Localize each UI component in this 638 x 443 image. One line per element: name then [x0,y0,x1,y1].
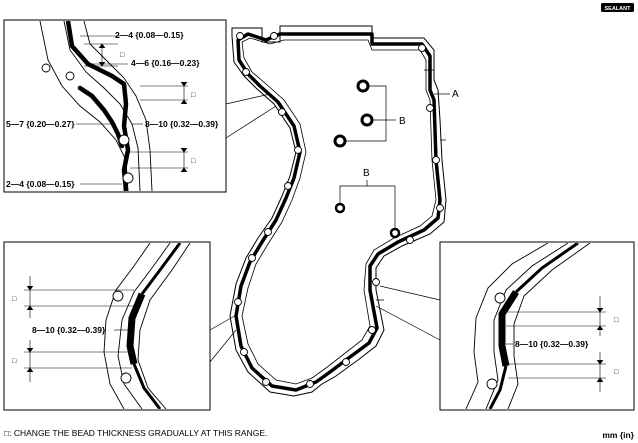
label-a: A [452,89,459,100]
detail-bottom-right: □ 8—10 {0.32—0.39} □ [375,241,635,411]
tl-range3 [130,151,188,169]
footer-note: □: CHANGE THE BEAD THICKNESS GRADUALLY A… [4,428,267,438]
tl-range2-box: □ [191,92,196,99]
br-dim1: 8—10 {0.32—0.39} [515,339,589,349]
ring-b2 [360,113,374,127]
tl-range1-box: □ [120,52,125,59]
ring-b4 [334,202,346,214]
leader-b-bottom [339,180,396,229]
ring-b1 [356,79,370,93]
label-b-top: B [399,116,406,127]
detail-bottom-left: □ 8—10 {0.32—0.39} □ [3,241,239,411]
br-range2-box: □ [614,369,619,376]
sealant-rings [333,79,401,239]
bl-range1-box: □ [12,296,17,303]
br-range1-box: □ [614,317,619,324]
tl-range2 [140,85,188,101]
sealant-bead-main [234,32,442,392]
tl-range1 [84,43,118,67]
engine-front-cover [229,25,447,397]
tl-dim4: 8—10 {0.32—0.39} [145,119,219,129]
leader-b-top [345,85,396,142]
ring-b5 [389,227,401,239]
sealant-badge: SEALANT [601,3,634,12]
label-b-bottom: B [363,168,370,179]
bl-dim1: 8—10 {0.32—0.39} [32,325,106,335]
ring-b3 [333,134,347,148]
footer-unit: mm {in} [602,430,634,440]
tl-dim3: 5—7 {0.20—0.27} [6,119,75,129]
tl-dim5: 2—4 {0.08—0.15} [6,179,75,189]
bolt-holes [234,32,444,388]
bl-range2-box: □ [12,358,17,365]
cover-inner-outline [241,37,437,385]
tl-range3-box: □ [191,158,196,165]
tl-dim2: 4—6 {0.16—0.23} [131,58,200,68]
cover-ribs [261,30,446,301]
sealant-badge-label: SEALANT [605,6,632,12]
detail-top-left: 2—4 {0.08—0.15} □ 4—6 {0.16—0.23} □ 5—7 … [3,19,277,193]
tl-dim1: 2—4 {0.08—0.15} [115,30,184,40]
